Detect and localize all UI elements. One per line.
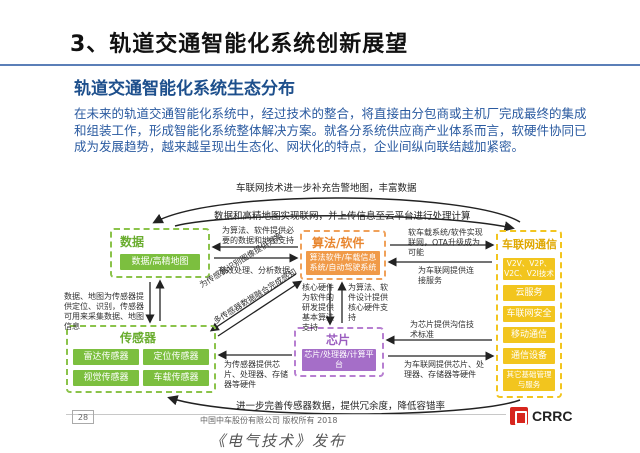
intro-paragraph: 在未来的轨道交通智能化系统中，经过技术的整合，将直接由分包商或主机厂完成最终的集… xyxy=(74,106,587,154)
note-chip-to-sensor: 为传感器提供芯片、处理器、存储器等硬件 xyxy=(224,360,288,389)
crrc-logo-text: CRRC xyxy=(532,408,573,424)
group-sensor: 传感器 雷达传感器 定位传感器 视觉传感器 车载传感器 xyxy=(66,325,216,393)
note-algo-chip-left: 核心硬件为软件的研发提供基本算法支持 xyxy=(302,283,334,332)
group-chip: 芯片 芯片/处理器/计算平台 xyxy=(294,327,384,377)
chip-algo-software: 算法软件/车载信息系统/自动驾驶系统 xyxy=(306,251,380,275)
group-algorithm-software: 算法/软件 算法软件/车载信息系统/自动驾驶系统 xyxy=(300,230,386,280)
section-subtitle: 轨道交通智能化系统生态分布 xyxy=(74,79,295,99)
top-flow-arrow-2 xyxy=(174,214,515,232)
group-v2x-communication: 车联网通信 V2V、V2P、V2C、V2I技术 云服务 车联网安全 移动通信 通… xyxy=(496,230,562,398)
note-v2x-algo-bottom: 为车联网提供连接服务 xyxy=(418,266,474,285)
note-algo-to-data: 为算法、软件提供必要的数据和地图支持 xyxy=(222,226,294,245)
page-number: 28 xyxy=(72,410,94,424)
note-v2x-chip-bottom: 为车联网提供芯片、处理器、存储器等硬件 xyxy=(404,360,484,379)
bottom-flow-label: 进一步完善传感器数据，提供冗余度，降低容错率 xyxy=(236,401,446,412)
note-sensor-data: 数据、地图为传感器提供定位、识别，传感器可用来采集数据、地图信息 xyxy=(64,292,144,331)
watermark: 《电气技术》发布 xyxy=(210,432,347,450)
page-title: 3、轨道交通智能化系统创新展望 xyxy=(70,32,409,57)
footer-divider xyxy=(66,414,506,415)
title-divider xyxy=(0,64,640,66)
chip-radar-sensor: 雷达传感器 xyxy=(73,349,139,365)
chip-infrastructure: 其它基础管理与服务 xyxy=(503,369,555,391)
group-algo-title: 算法/软件 xyxy=(312,236,365,250)
top-flow-arrow-1 xyxy=(152,197,521,224)
chip-positioning-sensor: 定位传感器 xyxy=(143,349,209,365)
chip-processor-platform: 芯片/处理器/计算平台 xyxy=(302,349,376,371)
chip-vision-sensor: 视觉传感器 xyxy=(73,370,139,386)
top-flow-label-1: 车联网技术进一步补充告警地图，丰富数据 xyxy=(236,183,417,194)
chip-vehicle-sensor: 车载传感器 xyxy=(143,370,209,386)
chip-data-hd-map: 数据/高精地图 xyxy=(120,254,200,270)
chip-cloud-service: 云服务 xyxy=(503,285,555,301)
chip-v2x-security: 车联网安全 xyxy=(503,306,555,322)
chip-v2x-tech: V2V、V2P、V2C、V2I技术 xyxy=(503,258,555,280)
group-chip-title: 芯片 xyxy=(326,333,351,347)
top-flow-label-2: 数据和高精地图实现联网，并上传信息至云平台进行处理计算 xyxy=(214,211,471,222)
note-data-algo-under: 有效处理、分析数据 xyxy=(218,266,290,275)
note-v2x-chip-top: 为芯片提供沟信技术标准 xyxy=(410,320,474,339)
footer-copyright: 中国中车股份有限公司 版权所有 2018 xyxy=(200,416,338,425)
arrow-algo-to-sensor xyxy=(209,273,297,332)
chip-mobile-comm: 移动通信 xyxy=(503,327,555,343)
arrow-sensor-to-algo xyxy=(217,280,303,337)
group-data-title: 数据 xyxy=(120,235,145,249)
note-algo-chip-right: 为算法、软件设计提供核心硬件支持 xyxy=(348,283,388,322)
group-v2x-title: 车联网通信 xyxy=(502,238,557,251)
crrc-logo: CRRC xyxy=(510,407,572,425)
group-data: 数据 数据/高精地图 xyxy=(110,228,210,278)
chip-comm-equipment: 通信设备 xyxy=(503,348,555,364)
note-v2x-algo-top: 软车载系统/软件实现联网，OTA升级成为可能 xyxy=(408,228,483,257)
bottom-flow-arrow xyxy=(167,395,521,415)
crrc-logo-icon xyxy=(510,407,528,425)
group-sensor-title: 传感器 xyxy=(120,331,157,345)
